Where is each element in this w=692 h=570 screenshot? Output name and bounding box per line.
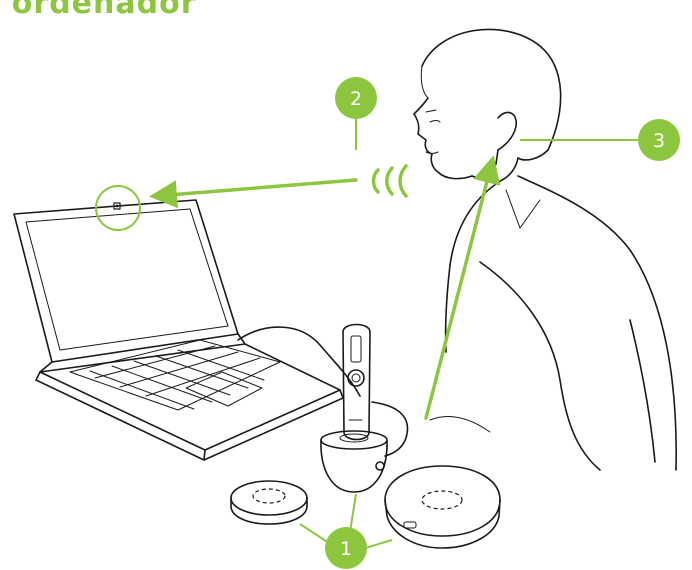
leader-line-1b <box>350 494 356 532</box>
microphone-icon <box>231 481 307 524</box>
laptop-icon <box>14 200 343 460</box>
sound-waves-icon <box>374 166 407 196</box>
person-icon <box>414 29 676 470</box>
badge-1-label: 1 <box>340 538 352 560</box>
badge-1: 1 <box>325 527 367 569</box>
arrow-to-webcam <box>156 180 356 196</box>
dock-cable <box>372 402 408 456</box>
streamer-icon <box>343 325 370 440</box>
badge-2: 2 <box>335 77 377 119</box>
microphone-icon <box>385 466 500 548</box>
arrow-to-ear <box>426 162 492 418</box>
webcam-highlight-circle <box>96 186 140 230</box>
badge-3-label: 3 <box>653 130 665 152</box>
badge-2-label: 2 <box>350 88 362 110</box>
badge-3: 3 <box>638 119 680 161</box>
